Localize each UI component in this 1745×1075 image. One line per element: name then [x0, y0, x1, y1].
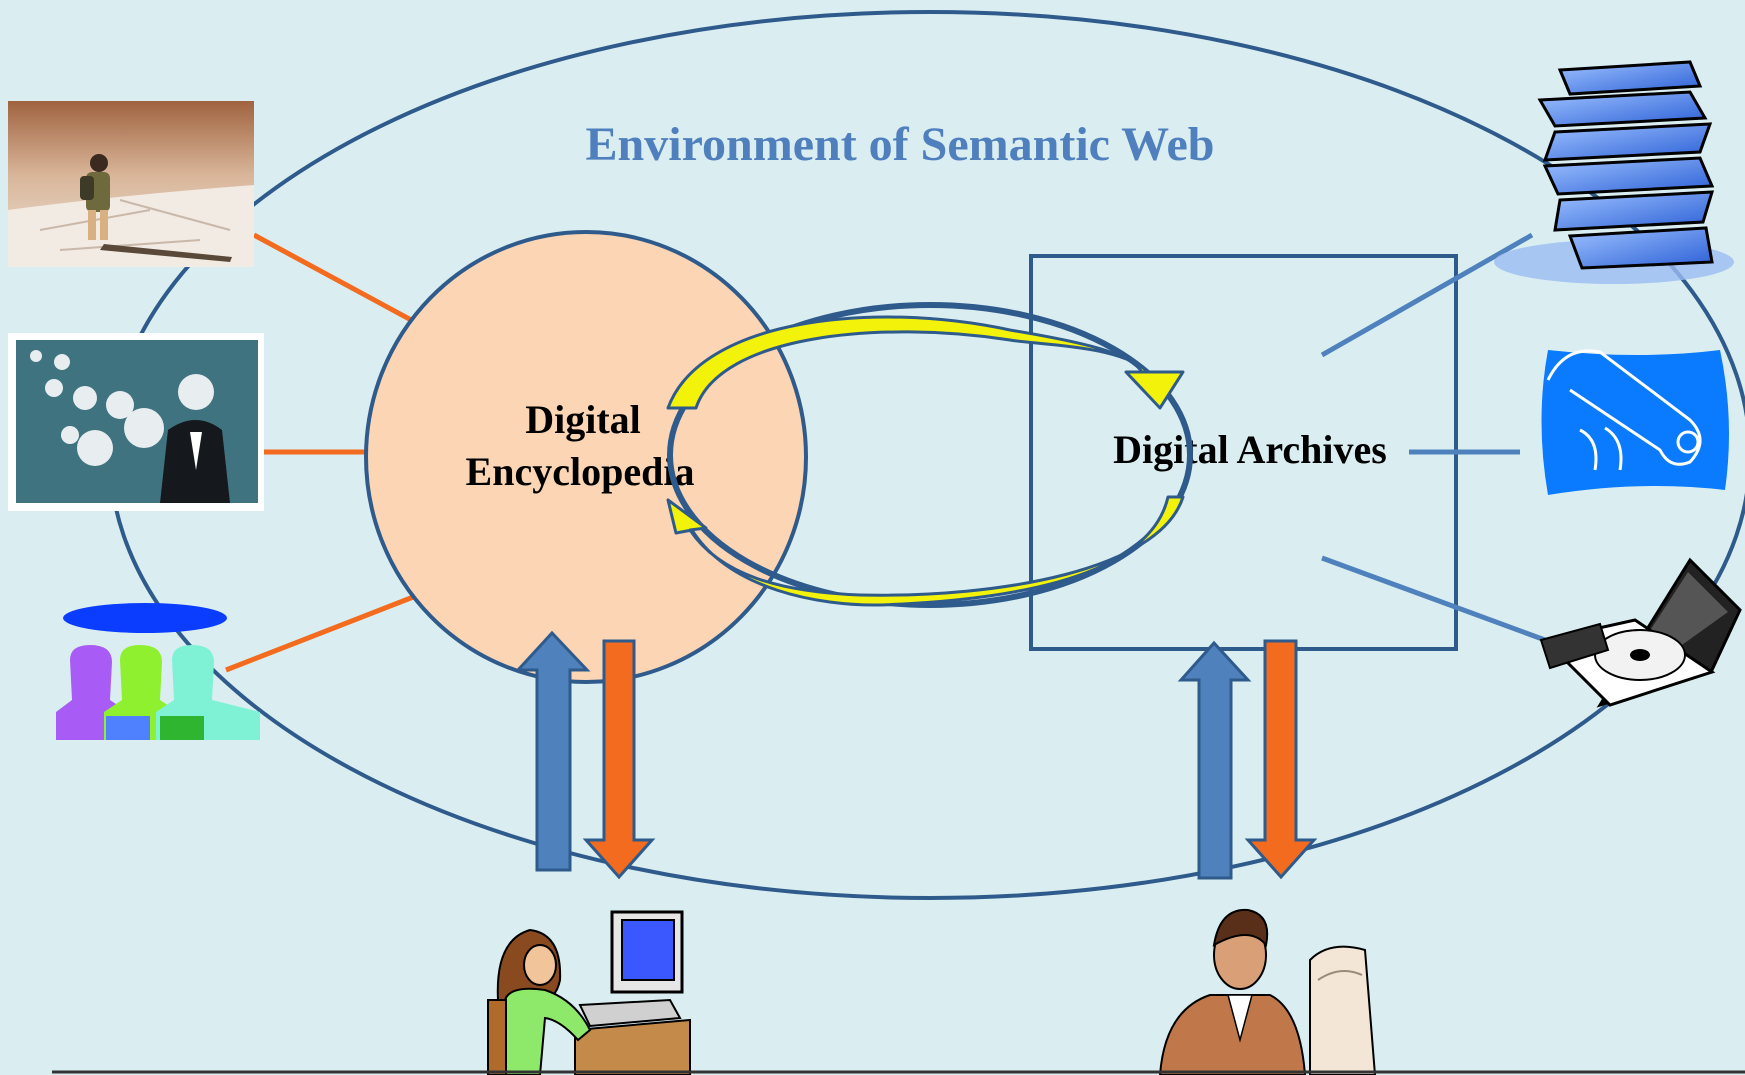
- encyclopedia-label-line1: Digital: [525, 397, 641, 442]
- explorer-photo-icon: [8, 101, 254, 267]
- down-arrow-archives: [1244, 639, 1318, 880]
- curved-arrow-to-encyclopedia: [666, 495, 1185, 607]
- down-arrow-encyclopedia: [582, 639, 656, 880]
- clocks-businessman-photo-icon: [8, 333, 264, 511]
- man-at-computer-icon: [1158, 908, 1377, 1075]
- diploma-scroll-icon: [1541, 349, 1729, 495]
- environment-label: Environment of Semantic Web: [586, 118, 1215, 171]
- people-group-icon: [56, 603, 260, 740]
- up-arrow-archives: [1177, 640, 1252, 880]
- book-stack-icon: [1494, 60, 1734, 284]
- connector-line-right-3: [1321, 555, 1546, 643]
- up-arrow-encyclopedia: [514, 630, 591, 872]
- connector-line-right-1: [1320, 232, 1534, 358]
- floppy-cd-laptop-icon: [1539, 557, 1742, 708]
- exchange-cycle-ellipse: [667, 302, 1193, 608]
- archives-label: Digital Archives: [1113, 427, 1387, 472]
- encyclopedia-label-line2: Encyclopedia: [466, 449, 695, 494]
- curved-arrow-to-archives: [666, 315, 1185, 410]
- woman-at-computer-icon: [487, 910, 691, 1075]
- encyclopedia-circle: [364, 230, 808, 684]
